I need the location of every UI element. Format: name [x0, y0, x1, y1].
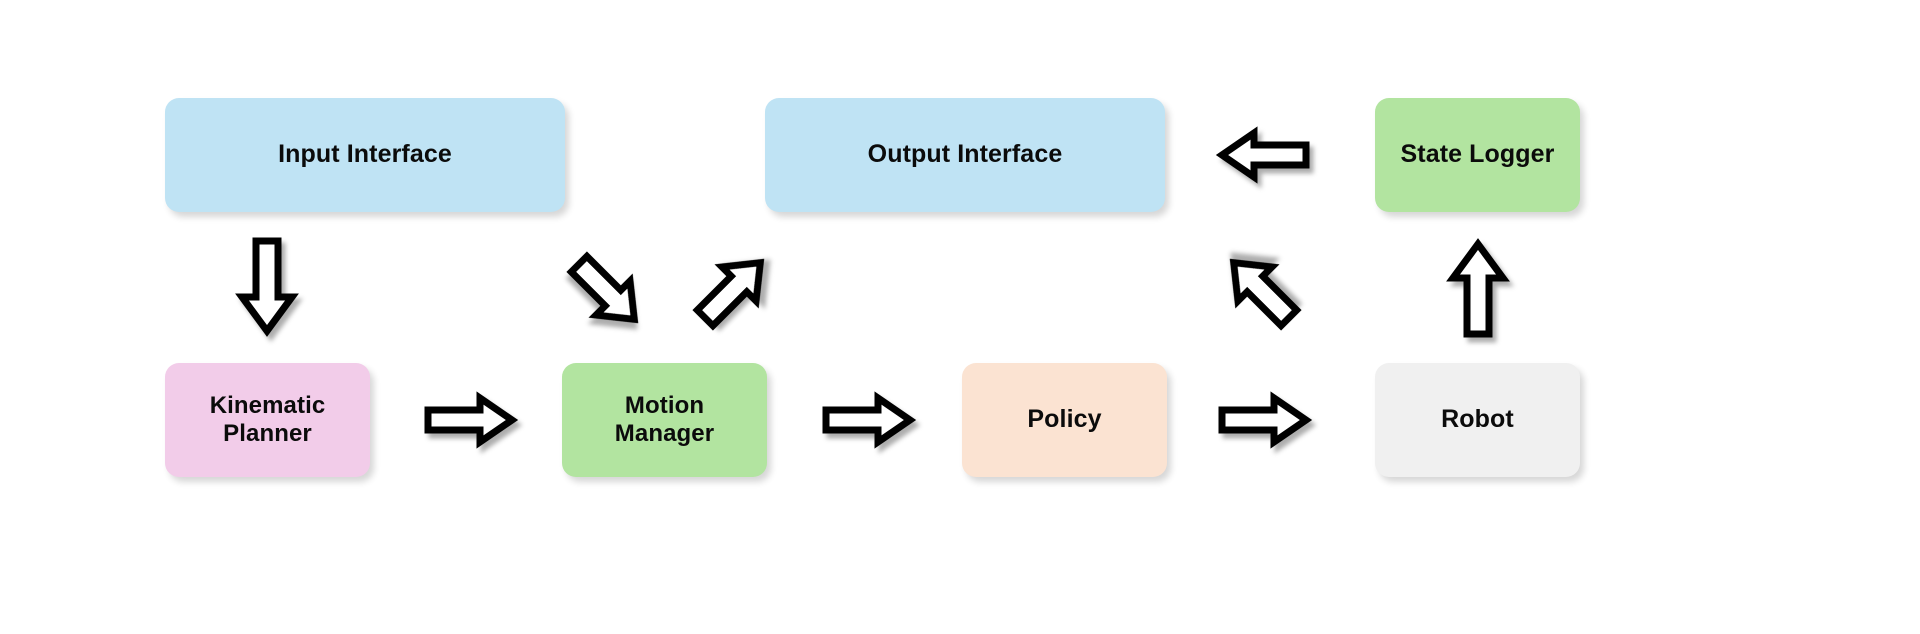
node-motion-manager-label: Motion Manager: [614, 391, 715, 447]
node-robot[interactable]: Robot: [1375, 363, 1580, 477]
arrow-up-icon-robot-to-state-logger: [1446, 238, 1510, 338]
arrow-down-icon-input-to-kinematic: [235, 237, 299, 337]
node-motion-manager[interactable]: Motion Manager: [562, 363, 767, 477]
arrow-diagonal-down-right-icon-output-to-motion: [562, 247, 650, 335]
node-input-interface-label: Input Interface: [278, 140, 452, 169]
node-output-interface-label: Output Interface: [867, 140, 1063, 169]
node-state-logger-label: State Logger: [1400, 140, 1555, 169]
node-input-interface[interactable]: Input Interface: [165, 98, 565, 212]
arrow-diagonal-down-left-icon-state-to-policy: [1218, 247, 1306, 335]
node-state-logger[interactable]: State Logger: [1375, 98, 1580, 212]
node-robot-label: Robot: [1441, 405, 1514, 434]
arrow-diagonal-up-right-icon-motion-to-output: [688, 247, 776, 335]
arrow-left-icon-state-logger-to-output: [1215, 126, 1310, 184]
node-kinematic-planner[interactable]: Kinematic Planner: [165, 363, 370, 477]
arrow-right-icon-policy-to-robot: [1218, 391, 1313, 449]
node-kinematic-planner-label: Kinematic Planner: [209, 391, 326, 447]
node-policy-label: Policy: [1027, 405, 1102, 434]
arrow-right-icon-kinematic-to-motion: [424, 391, 519, 449]
node-policy[interactable]: Policy: [962, 363, 1167, 477]
node-output-interface[interactable]: Output Interface: [765, 98, 1165, 212]
arrow-right-icon-motion-to-policy: [822, 391, 917, 449]
